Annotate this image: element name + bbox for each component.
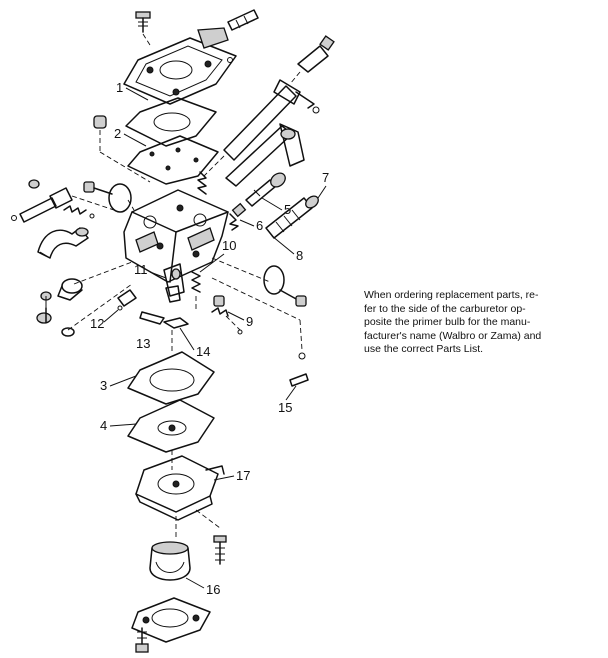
top-screw — [135, 11, 151, 46]
spring-10 — [191, 271, 201, 310]
parts-list-note: When ordering replacement parts, re- fer… — [364, 289, 604, 357]
left-needle-assembly — [11, 179, 121, 223]
fuel-line-elbow — [37, 227, 89, 259]
part-9 — [211, 295, 243, 335]
part-12 — [117, 289, 137, 311]
callout-14: 14 — [179, 327, 210, 359]
part-15 — [211, 277, 309, 387]
left-screw — [83, 181, 135, 213]
gasket-1 — [125, 97, 217, 147]
svg-text:3: 3 — [100, 378, 107, 393]
callout-8: 8 — [271, 235, 303, 263]
svg-text:1: 1 — [116, 80, 123, 95]
diaphragm-2 — [93, 115, 219, 185]
carburetor-body — [123, 189, 229, 283]
callout-9: 9 — [227, 311, 253, 329]
callout-6: 6 — [239, 218, 263, 233]
note-line: facturer's name (Walbro or Zama) and — [364, 329, 542, 342]
callout-11: 11 — [134, 262, 167, 279]
callout-4: 4 — [100, 418, 137, 433]
metering-lever-11 — [163, 263, 185, 303]
svg-text:7: 7 — [322, 170, 329, 185]
svg-text:11: 11 — [134, 262, 148, 277]
right-plate-screw — [211, 257, 307, 307]
callout-2: 2 — [114, 126, 147, 147]
svg-text:6: 6 — [256, 218, 263, 233]
callout-1: 1 — [116, 80, 149, 101]
callout-13: 13 — [136, 336, 150, 351]
pump-cover — [123, 27, 237, 105]
svg-text:16: 16 — [206, 582, 220, 597]
svg-text:12: 12 — [90, 316, 104, 331]
needle-5 — [245, 172, 286, 207]
primer-bulb-16 — [149, 541, 191, 581]
throttle-plate — [225, 123, 305, 187]
diaphragm-4 — [127, 399, 215, 453]
gasket-3 — [127, 351, 215, 405]
svg-text:2: 2 — [114, 126, 121, 141]
svg-text:14: 14 — [196, 344, 210, 359]
svg-text:13: 13 — [136, 336, 150, 351]
note-line: fer to the side of the carburetor op- — [364, 302, 526, 315]
svg-text:8: 8 — [296, 248, 303, 263]
svg-text:10: 10 — [222, 238, 236, 253]
callout-10: 10 — [199, 238, 236, 273]
callout-15: 15 — [278, 385, 297, 415]
callouts: 1 2 3 4 5 6 7 8 — [90, 80, 329, 597]
spring-top — [197, 171, 207, 195]
svg-text:9: 9 — [246, 314, 253, 329]
svg-text:4: 4 — [100, 418, 107, 433]
bottom-screw — [135, 627, 149, 653]
note-line: posite the primer bulb for the manu- — [364, 316, 531, 328]
pin-13 — [139, 311, 165, 325]
callout-16: 16 — [185, 577, 220, 597]
svg-text:17: 17 — [236, 468, 250, 483]
callout-12: 12 — [90, 309, 119, 331]
cover-17 — [135, 455, 225, 521]
callout-3: 3 — [100, 375, 137, 393]
note-line: When ordering replacement parts, re- — [364, 289, 539, 301]
throttle-shaft — [203, 35, 335, 177]
svg-text:5: 5 — [284, 202, 291, 217]
small-spring — [63, 205, 95, 219]
cover-screw — [213, 535, 227, 565]
retainer-plate — [131, 597, 211, 643]
spring-6 — [229, 202, 247, 231]
callout-17: 17 — [213, 468, 250, 483]
callout-7: 7 — [317, 170, 329, 199]
left-lower-fittings — [36, 261, 133, 337]
top-fitting — [227, 9, 259, 63]
callout-5: 5 — [261, 197, 291, 217]
needle-7 — [265, 195, 319, 239]
lever-14 — [163, 317, 189, 329]
note-line: use the correct Parts List. — [364, 343, 484, 355]
svg-text:15: 15 — [278, 400, 292, 415]
